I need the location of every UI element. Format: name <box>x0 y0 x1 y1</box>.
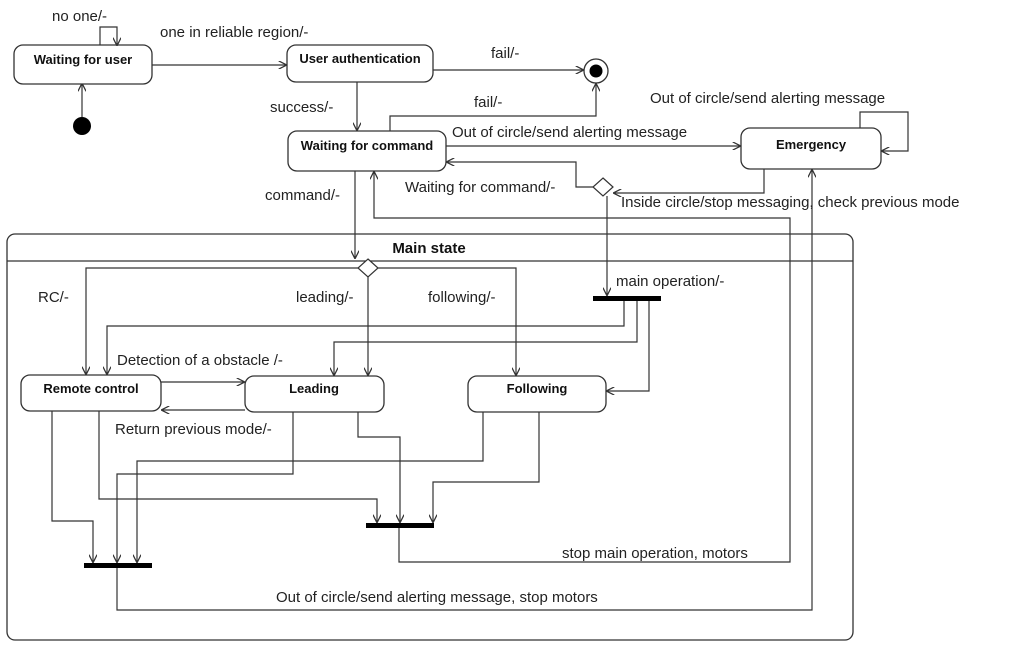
edge-following-to-stop-join <box>433 412 540 522</box>
edge-rc <box>86 267 358 374</box>
state-waiting-for-command: Waiting for command <box>287 130 447 172</box>
state-waiting-for-user-label: Waiting for user <box>34 52 132 67</box>
edge-following <box>378 267 516 375</box>
label-fail-auth: fail/- <box>491 45 519 62</box>
state-remote-control: Remote control <box>20 374 162 412</box>
state-waiting-for-command-label: Waiting for command <box>301 138 433 153</box>
decision-emergency <box>592 177 614 197</box>
label-out-stop-motors: Out of circle/send alerting message, sto… <box>276 589 598 606</box>
state-emergency: Emergency <box>740 127 882 170</box>
fork-main-operation <box>593 296 661 301</box>
state-user-authentication-label: User authentication <box>299 51 420 66</box>
edge-leading-to-out-join <box>117 412 294 562</box>
edge-fork-remote <box>107 301 625 374</box>
edge-fork-following <box>607 301 650 391</box>
edge-inside-circle <box>614 169 765 193</box>
state-emergency-label: Emergency <box>776 137 847 152</box>
main-state-title: Main state <box>392 240 465 257</box>
label-leading: leading/- <box>296 289 354 306</box>
edge-fork-leading <box>334 301 638 375</box>
label-rc: RC/- <box>38 289 69 306</box>
edge-fail-command <box>389 84 596 131</box>
join-out-of-circle <box>84 563 152 568</box>
initial-state <box>73 117 91 135</box>
label-following: following/- <box>428 289 496 306</box>
label-one-in-region: one in reliable region/- <box>160 24 308 41</box>
label-waiting-for-command: Waiting for command/- <box>405 179 555 196</box>
label-main-operation: main operation/- <box>616 273 724 290</box>
state-leading: Leading <box>244 375 385 413</box>
label-return-previous: Return previous mode/- <box>115 421 272 438</box>
state-following-label: Following <box>507 381 568 396</box>
edge-leading-to-stop-join <box>357 412 400 522</box>
label-stop-main: stop main operation, motors <box>562 545 748 562</box>
decision-mode <box>357 258 379 278</box>
state-remote-control-label: Remote control <box>43 381 138 396</box>
label-obstacle: Detection of a obstacle /- <box>117 352 283 369</box>
main-state-frame <box>6 233 854 641</box>
label-emergency-self: Out of circle/send alerting message <box>650 90 885 107</box>
edge-no-one <box>99 26 117 45</box>
state-leading-label: Leading <box>289 381 339 396</box>
label-inside-circle: Inside circle/stop messaging, check prev… <box>621 194 960 211</box>
edge-back-to-command <box>447 162 593 188</box>
state-following: Following <box>467 375 607 413</box>
join-stop-main <box>366 523 434 528</box>
edge-following-to-out-join <box>137 412 484 562</box>
label-command: command/- <box>265 187 340 204</box>
state-user-authentication: User authentication <box>286 44 434 83</box>
edge-rc-to-out-join <box>51 411 93 562</box>
edge-out-stop-motors <box>116 170 812 611</box>
state-waiting-for-user: Waiting for user <box>13 44 153 85</box>
edge-rc-to-stop-join <box>98 411 377 522</box>
label-success: success/- <box>270 99 333 116</box>
label-to-emergency: Out of circle/send alerting message <box>452 124 687 141</box>
edge-emergency-self <box>859 111 909 151</box>
label-fail-command: fail/- <box>474 94 502 111</box>
label-no-one: no one/- <box>52 8 107 25</box>
edge-stop-main <box>374 172 791 563</box>
final-state-core <box>589 64 603 78</box>
